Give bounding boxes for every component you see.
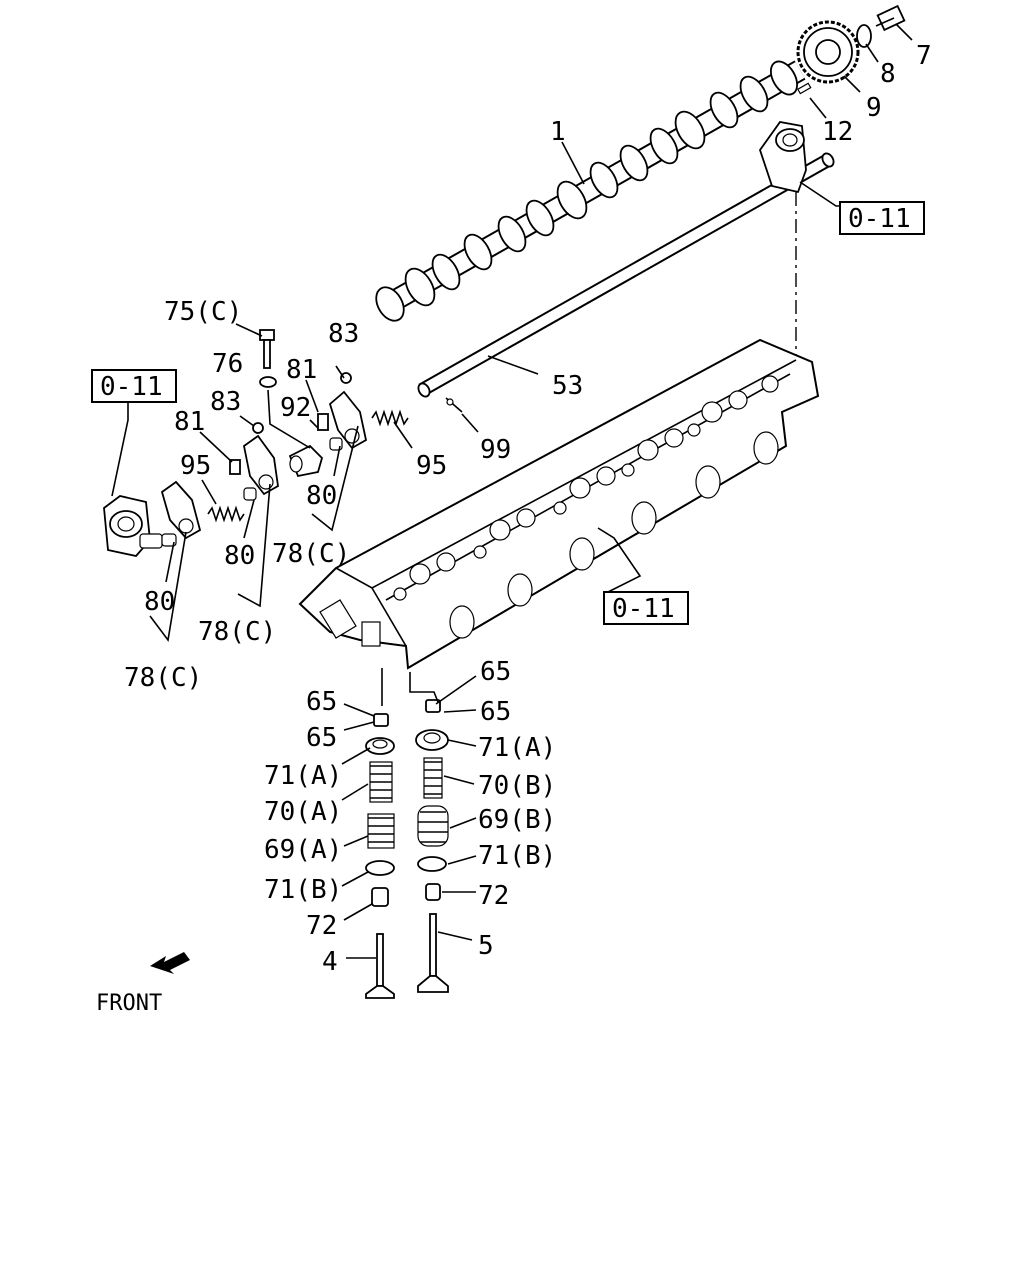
ref-box-left[interactable]: 0-11 bbox=[91, 369, 177, 403]
pin-99 bbox=[445, 397, 463, 413]
label-70a: 70(A) bbox=[264, 797, 342, 827]
label-80-left: 80 bbox=[144, 587, 175, 617]
label-1: 1 bbox=[550, 117, 566, 147]
label-80-right: 80 bbox=[306, 481, 337, 511]
spring-95-left bbox=[207, 505, 245, 523]
washer-8 bbox=[856, 24, 872, 48]
label-71a-right: 71(A) bbox=[478, 733, 556, 763]
rocker-bracket-left bbox=[103, 495, 163, 557]
label-71a-left: 71(A) bbox=[264, 761, 342, 791]
bracket-92 bbox=[288, 444, 324, 478]
label-65-d: 65 bbox=[306, 723, 337, 753]
leader-lines bbox=[111, 23, 913, 959]
label-95-left: 95 bbox=[180, 451, 211, 481]
rocker-shaft bbox=[417, 152, 835, 398]
label-72-right: 72 bbox=[478, 881, 509, 911]
label-78c-right: 78(C) bbox=[272, 539, 350, 569]
label-9: 9 bbox=[866, 93, 882, 123]
front-arrow-icon bbox=[150, 952, 190, 974]
label-92: 92 bbox=[280, 393, 311, 423]
label-78c-left: 78(C) bbox=[124, 663, 202, 693]
label-81-right: 81 bbox=[286, 355, 317, 385]
valve-stack-left bbox=[365, 713, 395, 999]
label-65-b: 65 bbox=[306, 687, 337, 717]
label-81-left: 81 bbox=[174, 407, 205, 437]
label-70b: 70(B) bbox=[478, 771, 556, 801]
nut-83-left bbox=[252, 422, 264, 434]
label-80-middle: 80 bbox=[224, 541, 255, 571]
label-99: 99 bbox=[480, 435, 511, 465]
bolt-7 bbox=[875, 4, 906, 32]
camshaft bbox=[375, 60, 806, 322]
valve-stack-right bbox=[415, 699, 449, 993]
ref-box-mid-label: 0-11 bbox=[612, 594, 675, 624]
spring-95-right bbox=[371, 409, 409, 427]
label-95-right: 95 bbox=[416, 451, 447, 481]
label-4: 4 bbox=[322, 947, 338, 977]
rocker-arm-left bbox=[160, 480, 202, 547]
part-labels: 1 7 8 9 12 53 75(C) 76 81 83 92 83 81 95… bbox=[96, 41, 932, 1016]
cylinder-head bbox=[298, 338, 820, 670]
front-label: FRONT bbox=[96, 991, 162, 1016]
label-71b-left: 71(B) bbox=[264, 875, 342, 905]
label-69b: 69(B) bbox=[478, 805, 556, 835]
ref-box-mid[interactable]: 0-11 bbox=[603, 591, 689, 625]
label-78c-middle: 78(C) bbox=[198, 617, 276, 647]
label-53: 53 bbox=[552, 371, 583, 401]
rocker-arm-middle bbox=[243, 434, 279, 501]
label-7: 7 bbox=[916, 41, 932, 71]
label-12: 12 bbox=[822, 117, 853, 147]
washer-76 bbox=[259, 376, 277, 388]
ref-box-top[interactable]: 0-11 bbox=[839, 201, 925, 235]
label-76: 76 bbox=[212, 349, 243, 379]
label-5: 5 bbox=[478, 931, 494, 961]
label-72-left: 72 bbox=[306, 911, 337, 941]
label-75c: 75(C) bbox=[164, 297, 242, 327]
adjust-screw-81-left bbox=[229, 459, 241, 475]
nut-83-right bbox=[340, 372, 352, 384]
rocker-arm-right bbox=[328, 390, 368, 451]
rocker-bracket-right bbox=[759, 121, 807, 194]
ref-box-left-label: 0-11 bbox=[100, 372, 163, 402]
label-83-right: 83 bbox=[328, 319, 359, 349]
label-8: 8 bbox=[880, 59, 896, 89]
label-71b-right: 71(B) bbox=[478, 841, 556, 871]
label-65-c: 65 bbox=[480, 697, 511, 727]
pin-12 bbox=[796, 82, 812, 95]
ref-box-top-label: 0-11 bbox=[848, 204, 911, 234]
cam-gear bbox=[796, 20, 860, 84]
label-83-left: 83 bbox=[210, 387, 241, 417]
adjust-screw-81-right bbox=[317, 413, 329, 431]
label-65-a: 65 bbox=[480, 657, 511, 687]
label-69a: 69(A) bbox=[264, 835, 342, 865]
